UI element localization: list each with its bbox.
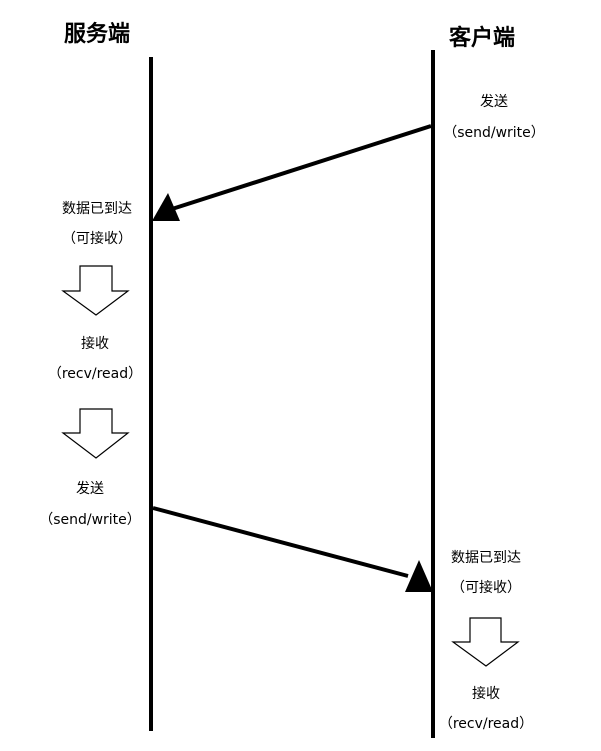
client-to-server-arrowhead bbox=[152, 193, 180, 221]
client-send-write-label: （send/write） bbox=[443, 125, 545, 141]
server-title: 服务端 bbox=[63, 22, 131, 47]
server-data-arrived-label: 数据已到达 bbox=[62, 201, 132, 217]
server-flow-arrow-1 bbox=[61, 265, 130, 316]
server-flow-arrow-2 bbox=[61, 408, 130, 459]
server-to-client-arrow-line bbox=[152, 506, 409, 578]
client-recv-read-label: （recv/read） bbox=[438, 716, 534, 732]
client-send-label: 发送 bbox=[480, 94, 508, 110]
client-title: 客户端 bbox=[448, 26, 516, 51]
server-to-client-arrowhead bbox=[405, 560, 433, 592]
client-receive-label: 接收 bbox=[472, 686, 500, 702]
server-receive-label: 接收 bbox=[81, 336, 109, 352]
server-send-write-label: （send/write） bbox=[39, 512, 141, 528]
server-send-label: 发送 bbox=[76, 481, 104, 497]
server-recv-read-label: （recv/read） bbox=[47, 366, 143, 382]
server-readable-label: （可接收） bbox=[62, 231, 132, 247]
client-readable-label: （可接收） bbox=[451, 580, 521, 596]
client-data-arrived-label: 数据已到达 bbox=[451, 550, 521, 566]
client-flow-arrow bbox=[451, 617, 520, 667]
client-to-server-arrow-line bbox=[171, 124, 432, 211]
